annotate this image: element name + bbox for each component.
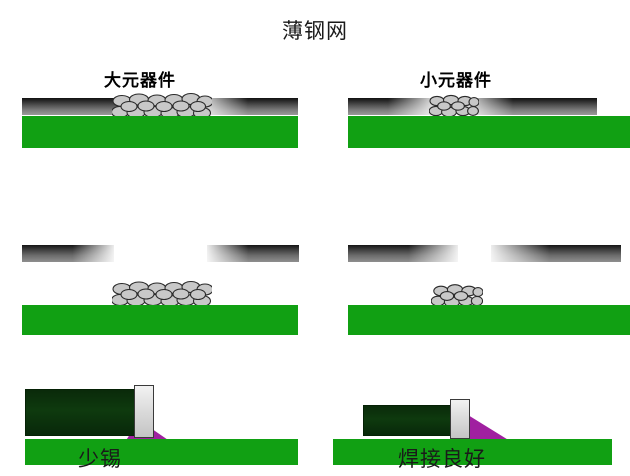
stencil-lifted-left-segment — [348, 245, 458, 262]
stencil-lifted-right-segment — [207, 245, 299, 262]
solder-paste-deposit — [112, 280, 212, 310]
column-header-small-component: 小元器件 — [420, 71, 492, 91]
stage-row3-large — [0, 375, 315, 476]
pcb-board — [348, 305, 630, 335]
stage-row3-small — [315, 375, 630, 476]
pcb-board — [22, 305, 298, 335]
stencil-bar-left-segment — [348, 98, 434, 115]
result-label-good-joint: 焊接良好 — [398, 447, 486, 471]
page-title: 薄钢网 — [282, 19, 348, 43]
pcb-board — [25, 439, 298, 465]
solder-paste-deposit — [431, 283, 483, 310]
stage-row1-small — [315, 90, 630, 210]
stencil-lifted-right-segment — [491, 245, 621, 262]
pcb-board — [333, 439, 612, 465]
stencil-bar-right-segment — [467, 98, 597, 115]
component-body — [363, 405, 460, 436]
stencil-bar-right-segment — [202, 98, 298, 115]
stencil-lifted-left-segment — [22, 245, 114, 262]
stage-row2-large — [0, 235, 315, 345]
component-terminal — [134, 385, 154, 438]
pcb-board — [22, 116, 298, 148]
pcb-board — [348, 116, 630, 148]
stage-row2-small — [315, 235, 630, 345]
stage-row1-large — [0, 90, 315, 210]
result-label-insufficient-solder: 少锡 — [78, 447, 122, 471]
solder-paste-in-aperture — [429, 94, 479, 120]
solder-paste-in-aperture — [112, 92, 212, 122]
column-header-large-component: 大元器件 — [104, 71, 176, 91]
component-terminal — [450, 399, 470, 439]
component-body — [25, 389, 145, 436]
